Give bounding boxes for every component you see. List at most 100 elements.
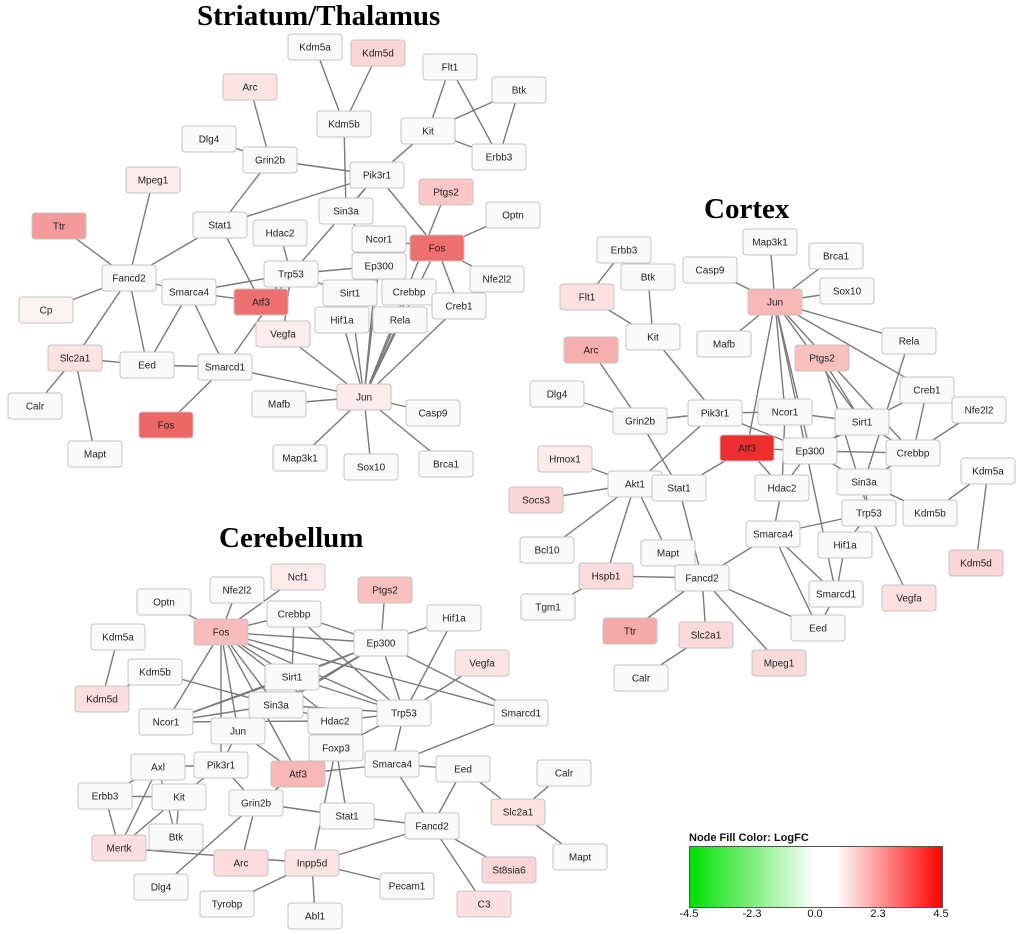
gene-node-axl[interactable]: Axl bbox=[130, 753, 186, 781]
gene-node-rela[interactable]: Rela bbox=[881, 327, 937, 355]
gene-node-smarca4[interactable]: Smarca4 bbox=[745, 520, 801, 548]
gene-node-nfe2l2[interactable]: Nfe2l2 bbox=[209, 576, 265, 604]
gene-node-mertk[interactable]: Mertk bbox=[91, 834, 147, 862]
gene-node-sox10[interactable]: Sox10 bbox=[343, 453, 399, 481]
gene-node-smarca4[interactable]: Smarca4 bbox=[364, 750, 420, 778]
gene-node-mapt[interactable]: Mapt bbox=[640, 539, 696, 567]
gene-node-optn[interactable]: Optn bbox=[136, 588, 192, 616]
gene-node-erbb3[interactable]: Erbb3 bbox=[596, 236, 652, 264]
gene-node-kdm5a[interactable]: Kdm5a bbox=[960, 457, 1016, 485]
gene-node-ncf1[interactable]: Ncf1 bbox=[270, 563, 326, 591]
gene-node-akt1[interactable]: Akt1 bbox=[607, 470, 663, 498]
gene-node-ttr[interactable]: Ttr bbox=[31, 212, 87, 240]
gene-node-mpeg1[interactable]: Mpeg1 bbox=[751, 649, 807, 677]
gene-node-arc[interactable]: Arc bbox=[213, 849, 269, 877]
gene-node-flt1[interactable]: Flt1 bbox=[422, 53, 478, 81]
gene-node-c3[interactable]: C3 bbox=[456, 890, 512, 918]
gene-node-ptgs2[interactable]: Ptgs2 bbox=[357, 576, 413, 604]
gene-node-arc[interactable]: Arc bbox=[222, 73, 278, 101]
gene-node-dlg4[interactable]: Dlg4 bbox=[181, 125, 237, 153]
gene-node-nfe2l2[interactable]: Nfe2l2 bbox=[469, 265, 525, 293]
gene-node-flt1[interactable]: Flt1 bbox=[559, 283, 615, 311]
gene-node-kdm5b[interactable]: Kdm5b bbox=[902, 499, 958, 527]
gene-node-map3k1[interactable]: Map3k1 bbox=[742, 228, 798, 256]
gene-node-crebbp[interactable]: Crebbp bbox=[381, 278, 437, 306]
gene-node-eed[interactable]: Eed bbox=[435, 755, 491, 783]
gene-node-mapt[interactable]: Mapt bbox=[552, 843, 608, 871]
gene-node-grin2b[interactable]: Grin2b bbox=[242, 146, 298, 174]
gene-node-atf3[interactable]: Atf3 bbox=[270, 760, 326, 788]
gene-node-sox10[interactable]: Sox10 bbox=[819, 277, 875, 305]
gene-node-calr[interactable]: Calr bbox=[536, 759, 592, 787]
gene-node-ptgs2[interactable]: Ptgs2 bbox=[794, 344, 850, 372]
gene-node-cp[interactable]: Cp bbox=[18, 296, 74, 324]
gene-node-ncor1[interactable]: Ncor1 bbox=[351, 225, 407, 253]
gene-node-st8sia6[interactable]: St8sia6 bbox=[481, 856, 537, 884]
gene-node-nfe2l2[interactable]: Nfe2l2 bbox=[951, 396, 1007, 424]
gene-node-stat1[interactable]: Stat1 bbox=[319, 802, 375, 830]
gene-node-smarcd1[interactable]: Smarcd1 bbox=[493, 699, 549, 727]
gene-node-sirt1[interactable]: Sirt1 bbox=[834, 408, 890, 436]
gene-node-creb1[interactable]: Creb1 bbox=[899, 376, 955, 404]
gene-node-fancd2[interactable]: Fancd2 bbox=[674, 564, 730, 592]
gene-node-jun[interactable]: Jun bbox=[747, 288, 803, 316]
gene-node-hdac2[interactable]: Hdac2 bbox=[307, 707, 363, 735]
gene-node-eed[interactable]: Eed bbox=[119, 351, 175, 379]
gene-node-hdac2[interactable]: Hdac2 bbox=[754, 474, 810, 502]
gene-node-smarca4[interactable]: Smarca4 bbox=[161, 278, 217, 306]
gene-node-kdm5d[interactable]: Kdm5d bbox=[74, 685, 130, 713]
gene-node-abl1[interactable]: Abl1 bbox=[287, 902, 343, 930]
gene-node-btk[interactable]: Btk bbox=[148, 823, 204, 851]
gene-node-ep300[interactable]: Ep300 bbox=[351, 252, 407, 280]
gene-node-trp53[interactable]: Trp53 bbox=[841, 499, 897, 527]
gene-node-slc2a1[interactable]: Slc2a1 bbox=[490, 798, 546, 826]
gene-node-sin3a[interactable]: Sin3a bbox=[836, 468, 892, 496]
gene-node-dlg4[interactable]: Dlg4 bbox=[529, 380, 585, 408]
gene-node-fos[interactable]: Fos bbox=[193, 618, 249, 646]
gene-node-tgm1[interactable]: Tgm1 bbox=[520, 593, 576, 621]
gene-node-brca1[interactable]: Brca1 bbox=[808, 242, 864, 270]
gene-node-kit[interactable]: Kit bbox=[151, 783, 207, 811]
gene-node-ttr[interactable]: Ttr bbox=[602, 617, 658, 645]
gene-node-kdm5a[interactable]: Kdm5a bbox=[287, 33, 343, 61]
gene-node-fos-b[interactable]: Fos bbox=[138, 411, 194, 439]
gene-node-jun[interactable]: Jun bbox=[210, 717, 266, 745]
gene-node-sin3a[interactable]: Sin3a bbox=[248, 691, 304, 719]
gene-node-hif1a[interactable]: Hif1a bbox=[314, 306, 370, 334]
gene-node-sin3a[interactable]: Sin3a bbox=[318, 197, 374, 225]
gene-node-vegfa[interactable]: Vegfa bbox=[454, 649, 510, 677]
gene-node-jun[interactable]: Jun bbox=[336, 383, 392, 411]
gene-node-fancd2[interactable]: Fancd2 bbox=[101, 264, 157, 292]
gene-node-smarcd1[interactable]: Smarcd1 bbox=[808, 580, 864, 608]
gene-node-btk[interactable]: Btk bbox=[620, 263, 676, 291]
gene-node-erbb3[interactable]: Erbb3 bbox=[77, 782, 133, 810]
gene-node-fos[interactable]: Fos bbox=[409, 234, 465, 262]
gene-node-hspb1[interactable]: Hspb1 bbox=[578, 562, 634, 590]
gene-node-dlg4[interactable]: Dlg4 bbox=[133, 873, 189, 901]
gene-node-hdac2[interactable]: Hdac2 bbox=[252, 219, 308, 247]
gene-node-calr[interactable]: Calr bbox=[613, 664, 669, 692]
gene-node-optn[interactable]: Optn bbox=[485, 201, 541, 229]
gene-node-slc2a1[interactable]: Slc2a1 bbox=[47, 344, 103, 372]
gene-node-inpp5d[interactable]: Inpp5d bbox=[284, 849, 340, 877]
gene-node-crebbp[interactable]: Crebbp bbox=[885, 439, 941, 467]
gene-node-grin2b[interactable]: Grin2b bbox=[228, 789, 284, 817]
gene-node-rela[interactable]: Rela bbox=[372, 306, 428, 334]
gene-node-pik3r1[interactable]: Pik3r1 bbox=[687, 399, 743, 427]
gene-node-mafb[interactable]: Mafb bbox=[696, 330, 752, 358]
gene-node-pik3r1[interactable]: Pik3r1 bbox=[349, 161, 405, 189]
gene-node-ncor1[interactable]: Ncor1 bbox=[138, 708, 194, 736]
gene-node-vegfa[interactable]: Vegfa bbox=[255, 320, 311, 348]
gene-node-socs3[interactable]: Socs3 bbox=[508, 486, 564, 514]
gene-node-kit[interactable]: Kit bbox=[625, 323, 681, 351]
gene-node-kdm5d[interactable]: Kdm5d bbox=[350, 39, 406, 67]
gene-node-mapt[interactable]: Mapt bbox=[67, 440, 123, 468]
gene-node-eed[interactable]: Eed bbox=[790, 614, 846, 642]
gene-node-atf3[interactable]: Atf3 bbox=[719, 434, 775, 462]
gene-node-trp53[interactable]: Trp53 bbox=[263, 260, 319, 288]
gene-node-btk[interactable]: Btk bbox=[491, 76, 547, 104]
gene-node-foxp3[interactable]: Foxp3 bbox=[308, 734, 364, 762]
gene-node-pik3r1[interactable]: Pik3r1 bbox=[193, 751, 249, 779]
gene-node-slc2a1[interactable]: Slc2a1 bbox=[678, 621, 734, 649]
gene-node-kdm5b[interactable]: Kdm5b bbox=[127, 658, 183, 686]
